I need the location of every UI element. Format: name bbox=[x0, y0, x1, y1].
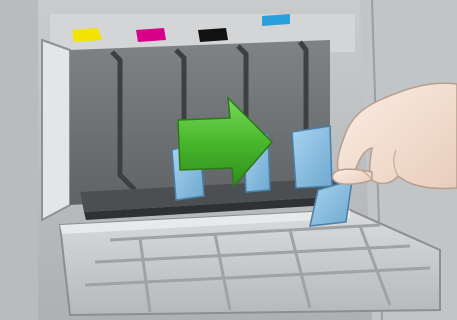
magenta-ink-label bbox=[136, 28, 166, 42]
latch-right bbox=[292, 126, 332, 188]
hand-thumb bbox=[333, 169, 372, 184]
housing-left-edge bbox=[0, 0, 38, 320]
yellow-ink-label bbox=[72, 28, 102, 42]
left-door-frame bbox=[42, 40, 70, 220]
cyan-ink-label bbox=[262, 14, 290, 26]
black-ink-label bbox=[198, 28, 228, 42]
